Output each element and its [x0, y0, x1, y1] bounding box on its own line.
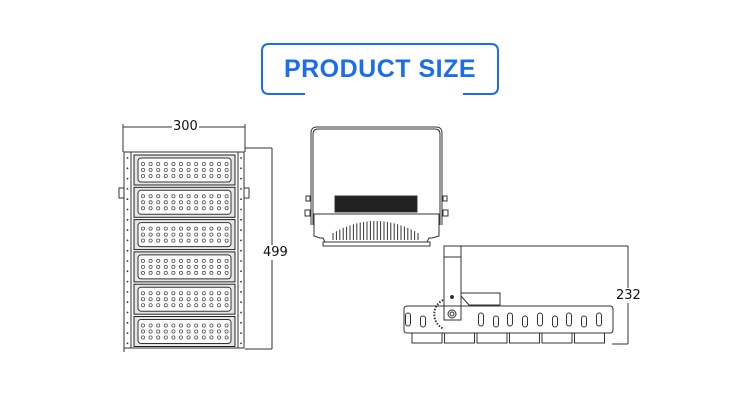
title-frame	[261, 43, 499, 95]
mounting-slot	[581, 315, 587, 328]
width-dimension-label: 300	[172, 119, 199, 134]
mounting-slot	[566, 312, 572, 327]
module-foot	[574, 332, 605, 344]
module-foot	[411, 332, 443, 344]
module-foot	[444, 332, 475, 344]
driver-box	[334, 195, 418, 213]
module-foot	[541, 332, 573, 344]
bracket-arm	[443, 245, 462, 321]
mounting-slot	[405, 312, 411, 327]
mounting-slot	[552, 315, 558, 328]
page-title: PRODUCT SIZE	[283, 55, 477, 83]
mounting-slot	[478, 312, 484, 327]
led-module	[133, 154, 236, 186]
mounting-slot	[522, 315, 528, 328]
mounting-slot	[537, 312, 543, 327]
mounting-bracket	[310, 126, 443, 225]
mounting-slot	[493, 315, 499, 328]
led-module	[133, 316, 236, 347]
housing-outline	[123, 151, 245, 349]
length-dimension-label: 499	[262, 245, 289, 260]
top-view	[403, 245, 629, 345]
led-module	[133, 186, 236, 218]
mounting-slot	[507, 312, 513, 327]
side-view	[304, 126, 449, 247]
front-view	[118, 124, 273, 352]
led-module	[133, 219, 236, 251]
mounting-slot	[596, 312, 602, 327]
module-foot	[509, 332, 540, 344]
module-foot	[476, 332, 508, 344]
height-dimension-label: 232	[615, 288, 642, 303]
led-module	[133, 251, 236, 283]
housing-plate	[403, 305, 614, 334]
led-module	[133, 283, 236, 315]
mounting-slot	[420, 315, 426, 328]
